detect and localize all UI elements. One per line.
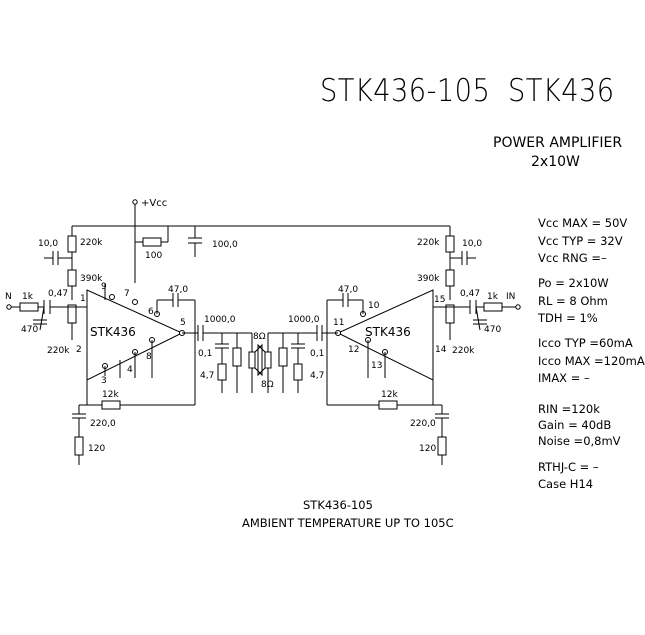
left-r-bias-mid-label: 390k <box>80 274 103 284</box>
left-speaker-label: 8Ω <box>253 332 266 342</box>
left-c-in-label: 0,47 <box>48 289 68 299</box>
subtitle-line2: 2x10W <box>531 154 580 170</box>
right-r-bias-top-label: 220k <box>417 238 440 248</box>
right-r-fb-label: 12k <box>381 390 398 400</box>
pin-7: 7 <box>124 289 130 299</box>
left-c-boot-label: 10,0 <box>38 239 58 249</box>
left-c-fb-label: 220,0 <box>90 419 116 429</box>
left-c-zobel-label: 0,1 <box>198 349 212 359</box>
pin-14: 14 <box>435 345 447 355</box>
caption-line2: AMBIENT TEMPERATURE UP TO 105C <box>242 516 454 530</box>
left-c-out-label: 1000,0 <box>204 315 236 325</box>
right-c-in-shunt-label: 470 <box>484 325 501 335</box>
right-c-fb-label: 220,0 <box>410 419 436 429</box>
right-c-zobel-label: 0,1 <box>310 349 324 359</box>
right-speaker-label: 8Ω <box>261 380 274 390</box>
pin-9: 9 <box>101 282 107 292</box>
spec-case: Case H14 <box>538 477 594 491</box>
ic-left-label: STK436 <box>90 325 136 339</box>
right-input-label: IN <box>506 292 515 302</box>
right-r-bias-low-label: 220k <box>452 346 475 356</box>
spec-vcc-rng: Vcc RNG =– <box>538 251 607 265</box>
left-c-in-shunt-label: 470 <box>21 325 38 335</box>
component-labels: +Vcc 100 100,0 STK436 STK436 N 1k 0,47 4… <box>5 198 515 454</box>
supply-label: +Vcc <box>141 198 167 209</box>
left-r-bias-low-label: 220k <box>47 346 70 356</box>
right-r-bias-mid-label: 390k <box>417 274 440 284</box>
pin-10: 10 <box>368 301 380 311</box>
spec-vcc-typ: Vcc TYP = 32V <box>538 234 623 248</box>
right-c-in-label: 0,47 <box>460 289 480 299</box>
title-part: STK436-105 <box>320 73 491 109</box>
pin-8: 8 <box>146 352 152 362</box>
spec-vcc-max: Vcc MAX = 50V <box>538 216 628 230</box>
left-channel <box>6 235 263 465</box>
supply-wiring <box>71 199 451 283</box>
spec-rthj: RTHJ-C = – <box>538 460 599 474</box>
title-family: STK436 <box>508 73 615 109</box>
spec-rl: RL = 8 Ohm <box>538 294 608 308</box>
spec-icco-max: Icco MAX =120mA <box>538 354 645 368</box>
pin-13: 13 <box>371 361 382 371</box>
right-r-in-label: 1k <box>487 292 499 302</box>
left-r-bias-top-label: 220k <box>80 238 103 248</box>
spec-rin: RIN =120k <box>538 402 600 416</box>
spec-po: Po = 2x10W <box>538 276 609 290</box>
pin-3: 3 <box>101 376 107 386</box>
r-supply-label: 100 <box>145 251 162 261</box>
left-r-in-label: 1k <box>22 292 34 302</box>
pin-1: 1 <box>80 294 86 304</box>
pin-11: 11 <box>333 318 344 328</box>
left-r-fb-gnd-label: 120 <box>88 444 105 454</box>
caption-line1: STK436-105 <box>303 498 373 512</box>
ic-right-label: STK436 <box>365 325 411 339</box>
spec-icco-typ: Icco TYP =60mA <box>538 336 633 350</box>
spec-tdh: TDH = 1% <box>538 311 598 325</box>
spec-imax: IMAX = – <box>538 371 590 385</box>
spec-gain: Gain = 40dB <box>538 418 612 432</box>
right-r-zobel-label: 4,7 <box>310 371 324 381</box>
right-c-out-label: 1000,0 <box>288 315 320 325</box>
right-c-boot-label: 10,0 <box>462 239 482 249</box>
right-r-fb-gnd-label: 120 <box>419 444 436 454</box>
pin-15: 15 <box>434 295 445 305</box>
spec-noise: Noise =0,8mV <box>538 434 621 448</box>
left-input-label: N <box>5 292 12 302</box>
pin-6: 6 <box>148 307 154 317</box>
pin-4: 4 <box>127 365 133 375</box>
left-r-fb-label: 12k <box>102 390 119 400</box>
right-c-bs-label: 47,0 <box>338 285 358 295</box>
left-c-bs-label: 47,0 <box>168 285 188 295</box>
subtitle-line1: POWER AMPLIFIER <box>493 135 623 151</box>
pin-2: 2 <box>76 345 82 355</box>
pin-12: 12 <box>348 345 359 355</box>
c-supply-label: 100,0 <box>212 240 238 250</box>
right-channel <box>257 235 521 465</box>
pin-5: 5 <box>180 318 186 328</box>
left-r-zobel-label: 4,7 <box>200 371 214 381</box>
